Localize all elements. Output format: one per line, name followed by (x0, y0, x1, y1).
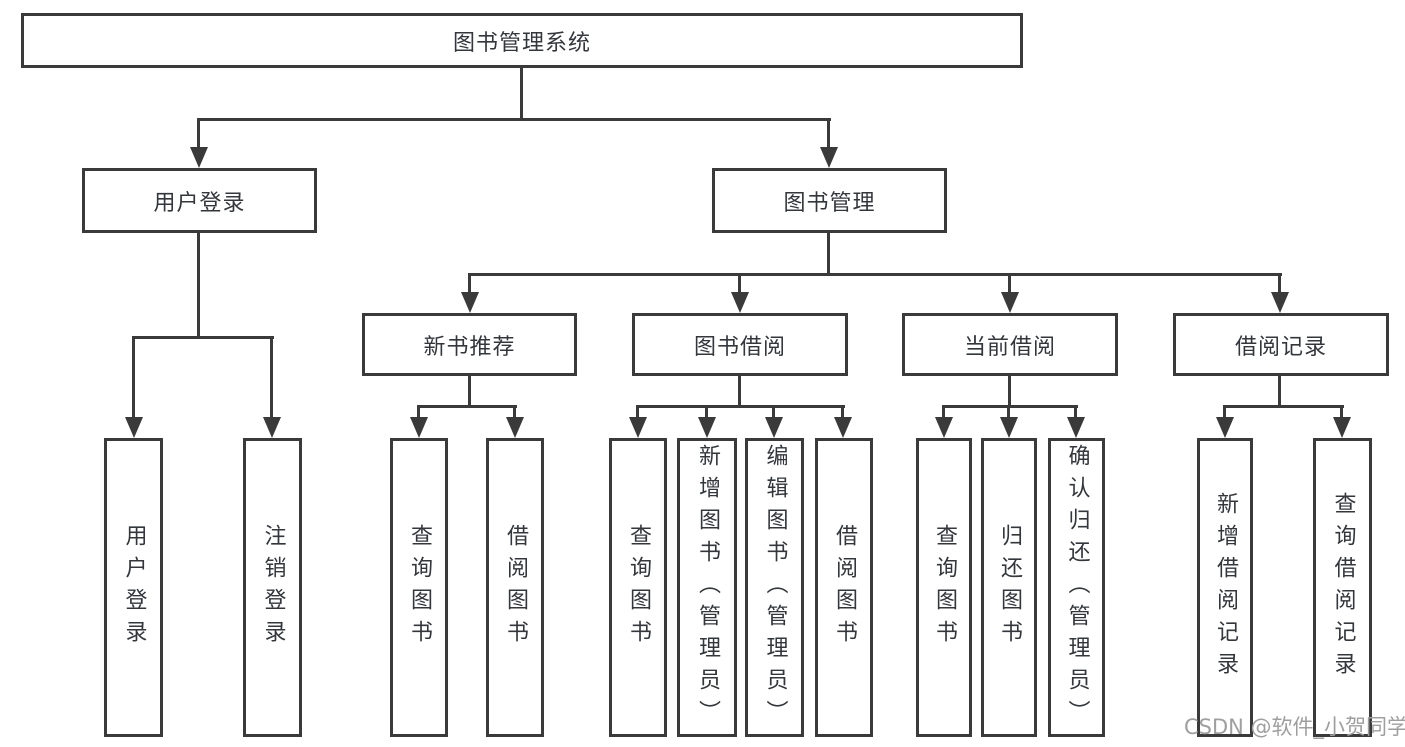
arrow-down-icon (765, 417, 783, 438)
node-book-management: 图书管理 (712, 168, 947, 233)
node-book-borrow: 图书借阅 (632, 313, 848, 376)
node-new-book-recommend: 新书推荐 (362, 313, 577, 376)
connector-drop (1223, 405, 1226, 421)
leaf-label: 查询图书 (407, 523, 432, 652)
leaf-borrow-books: 借阅图书 (815, 438, 873, 737)
leaf-label: 新增图书（管理员） (695, 443, 720, 732)
node-label: 新书推荐 (423, 334, 516, 360)
leaf-return-books: 归还图书 (981, 438, 1037, 737)
arrow-down-icon (731, 292, 749, 313)
connector-user-stem (197, 233, 200, 339)
leaf-label: 归还图书 (997, 523, 1022, 652)
connector-stem (1008, 376, 1011, 408)
connector-drop (636, 405, 639, 421)
connector-bar (636, 405, 845, 408)
arrow-down-icon (263, 417, 281, 438)
connector-drop (1008, 273, 1011, 297)
node-label: 图书管理 (783, 190, 876, 216)
connector-drop (1007, 405, 1010, 421)
connector-level3-bar (468, 273, 1282, 276)
leaf-add-books-admin: 新增图书（管理员） (677, 438, 737, 737)
leaf-logout: 注销登录 (243, 438, 302, 737)
leaf-label: 查询图书 (626, 523, 651, 652)
arrow-down-icon (1333, 417, 1351, 438)
arrow-down-icon (629, 417, 647, 438)
arrow-down-icon (1001, 292, 1019, 313)
connector-drop (841, 405, 844, 421)
connector-bar (417, 405, 517, 408)
connector-drop (417, 405, 420, 421)
leaf-query-books-borrow: 查询图书 (609, 438, 667, 737)
connector-bar (942, 405, 1078, 408)
connector-drop (705, 405, 708, 421)
arrow-down-icon (834, 417, 852, 438)
connector-bar (1223, 405, 1344, 408)
arrow-down-icon (125, 417, 143, 438)
leaf-add-borrow-record: 新增借阅记录 (1197, 438, 1253, 737)
connector-drop (942, 405, 945, 421)
leaf-label: 借阅图书 (503, 523, 528, 652)
arrow-down-icon (1000, 417, 1018, 438)
leaf-label: 注销登录 (260, 523, 286, 652)
node-current-borrow: 当前借阅 (902, 313, 1118, 376)
leaf-label: 查询图书 (932, 523, 957, 652)
arrow-down-icon (1216, 417, 1234, 438)
connector-drop (1340, 405, 1343, 421)
connector-drop (1278, 273, 1281, 297)
connector-drop (132, 336, 135, 421)
node-root-label: 图书管理系统 (452, 30, 591, 56)
leaf-label: 查询借阅记录 (1330, 491, 1356, 684)
arrow-down-icon (461, 292, 479, 313)
connector-drop (738, 273, 741, 297)
node-label: 用户登录 (153, 190, 246, 216)
connector-book-mgmt-drop (827, 118, 830, 152)
connector-stem (468, 376, 471, 408)
arrow-down-icon (410, 417, 428, 438)
arrow-down-icon (506, 417, 524, 438)
connector-root-stem (520, 68, 523, 120)
node-root: 图书管理系统 (21, 13, 1023, 68)
connector-drop (468, 273, 471, 297)
connector-drop (270, 336, 273, 421)
leaf-user-login: 用户登录 (104, 438, 163, 737)
connector-drop (772, 405, 775, 421)
leaf-query-books-current: 查询图书 (916, 438, 972, 737)
connector-stem (738, 376, 741, 408)
node-label: 当前借阅 (963, 334, 1056, 360)
connector-stem (1278, 376, 1281, 408)
watermark: CSDN @软件_小贺同学 (1184, 715, 1405, 739)
leaf-confirm-return-admin: 确认归还（管理员） (1048, 438, 1105, 737)
arrow-down-icon (1271, 292, 1289, 313)
connector-mgmt-stem (827, 233, 830, 276)
arrow-down-icon (698, 417, 716, 438)
arrow-down-icon (935, 417, 953, 438)
leaf-query-books-recommend: 查询图书 (390, 438, 448, 737)
leaf-label: 借阅图书 (832, 523, 857, 652)
connector-drop (1074, 405, 1077, 421)
node-user-login: 用户登录 (82, 168, 317, 233)
leaf-borrow-books-recommend: 借阅图书 (486, 438, 544, 737)
node-label: 借阅记录 (1234, 334, 1327, 360)
node-borrow-records: 借阅记录 (1173, 313, 1389, 376)
connector-level2-bar (197, 118, 831, 121)
leaf-edit-books-admin: 编辑图书（管理员） (745, 438, 804, 737)
leaf-label: 新增借阅记录 (1213, 491, 1238, 684)
arrow-down-icon (820, 147, 838, 168)
connector-user-login-drop (197, 118, 200, 152)
arrow-down-icon (190, 147, 208, 168)
connector-drop (513, 405, 516, 421)
leaf-label: 编辑图书（管理员） (762, 443, 788, 732)
leaf-label: 确认归还（管理员） (1064, 443, 1090, 732)
connector-user-bar (133, 336, 274, 339)
leaf-label: 用户登录 (121, 523, 147, 652)
node-label: 图书借阅 (693, 334, 786, 360)
arrow-down-icon (1067, 417, 1085, 438)
leaf-query-borrow-record: 查询借阅记录 (1313, 438, 1372, 737)
